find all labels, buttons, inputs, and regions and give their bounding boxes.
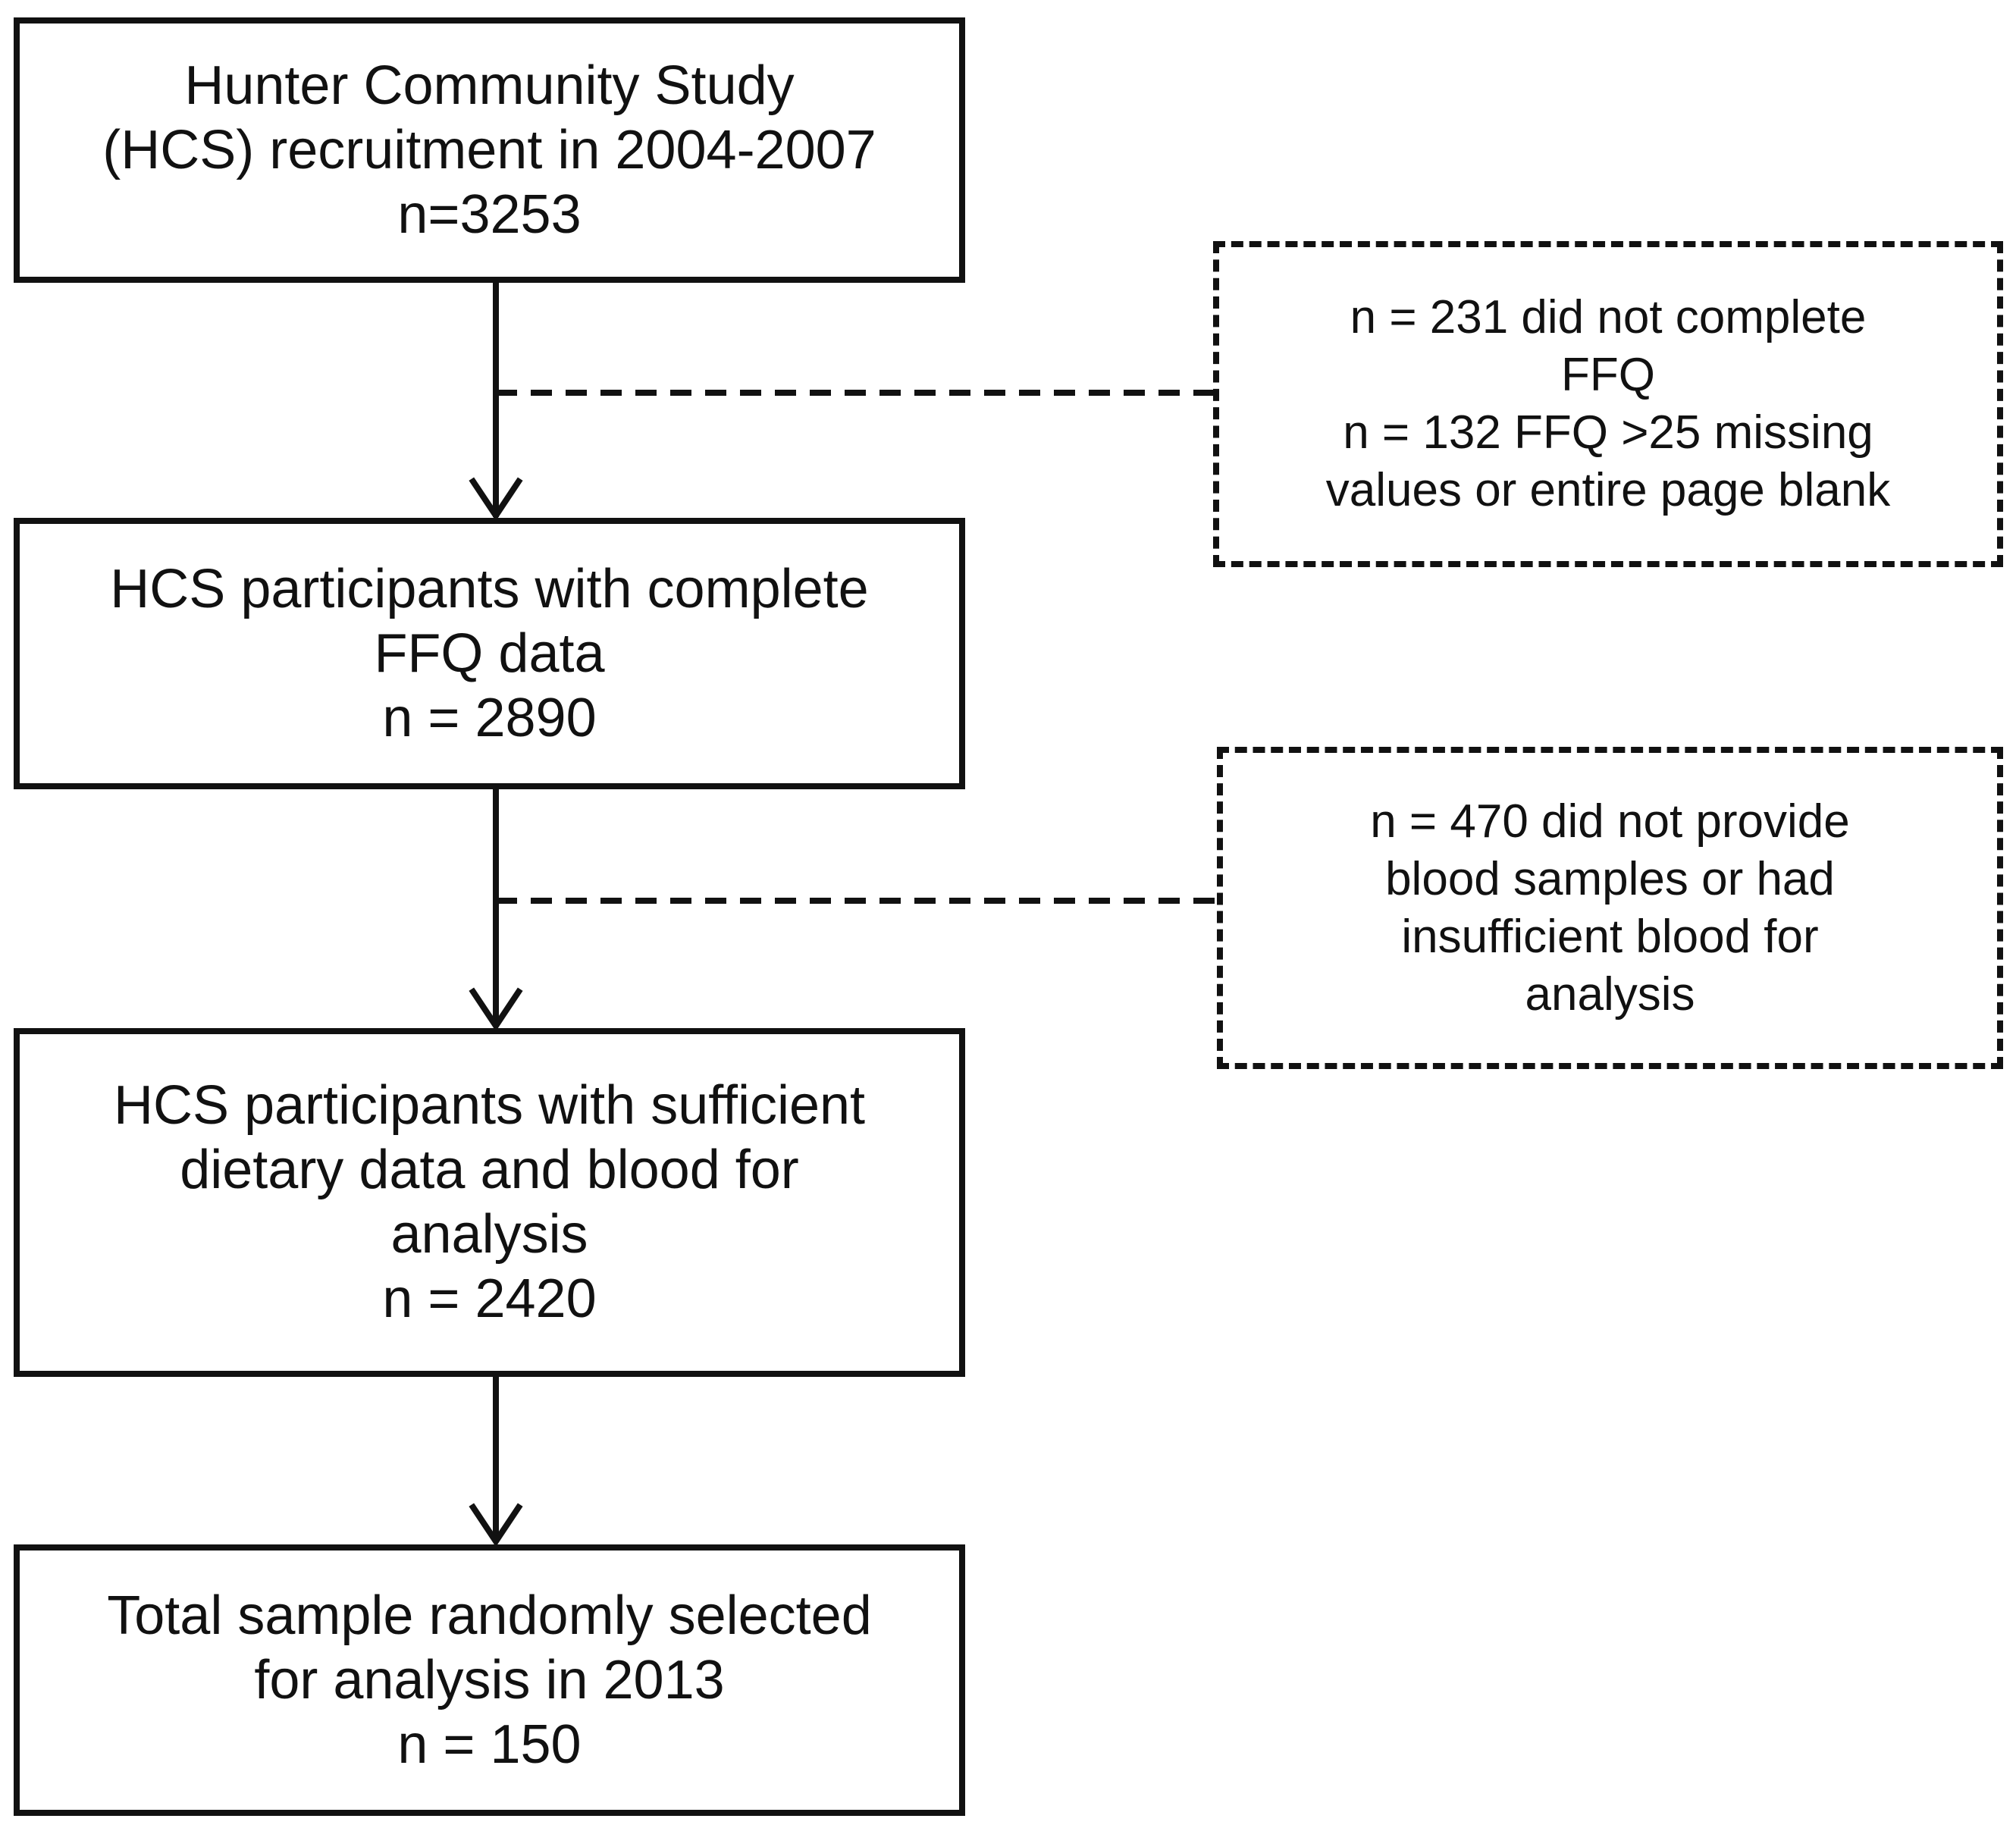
- exclusion-box-ffq: n = 231 did not complete FFQ n = 132 FFQ…: [1213, 241, 2003, 567]
- step-count: n = 150: [397, 1714, 582, 1775]
- step-count: n = 2420: [382, 1268, 597, 1329]
- step-box-final-sample: Total sample randomly selected for analy…: [14, 1544, 965, 1816]
- arrow-head-2-3: [469, 987, 523, 1032]
- step-text: Total sample randomly selected: [107, 1585, 872, 1646]
- step-box-recruitment: Hunter Community Study (HCS) recruitment…: [14, 17, 965, 283]
- step-text: HCS participants with sufficient: [113, 1075, 866, 1136]
- exclusion-text: n = 470 did not provide: [1370, 795, 1850, 848]
- step-text: dietary data and blood for: [180, 1140, 799, 1200]
- step-text: for analysis in 2013: [254, 1649, 725, 1710]
- step-box-sufficient-data: HCS participants with sufficient dietary…: [14, 1028, 965, 1377]
- arrow-head-3-4: [469, 1503, 523, 1547]
- exclusion-text: FFQ: [1561, 349, 1655, 401]
- exclusion-text: analysis: [1525, 967, 1695, 1021]
- step-count: n=3253: [397, 183, 582, 245]
- step-text: analysis: [390, 1204, 588, 1265]
- arrow-head-1-2: [469, 477, 523, 522]
- step-box-complete-ffq: HCS participants with complete FFQ data …: [14, 518, 965, 789]
- exclusion-text: n = 132 FFQ >25 missing: [1343, 406, 1873, 459]
- step-text: FFQ data: [374, 622, 605, 684]
- step-text: (HCS) recruitment in 2004-2007: [102, 119, 876, 180]
- step-text: HCS participants with complete: [110, 558, 869, 619]
- exclusion-box-blood: n = 470 did not provide blood samples or…: [1217, 747, 2003, 1069]
- exclusion-text: values or entire page blank: [1325, 464, 1891, 516]
- step-text: Hunter Community Study: [184, 55, 795, 116]
- exclusion-text: n = 231 did not complete: [1350, 291, 1867, 343]
- exclusion-text: blood samples or had: [1385, 852, 1835, 905]
- exclusion-text: insufficient blood for: [1401, 910, 1819, 963]
- step-count: n = 2890: [382, 687, 597, 748]
